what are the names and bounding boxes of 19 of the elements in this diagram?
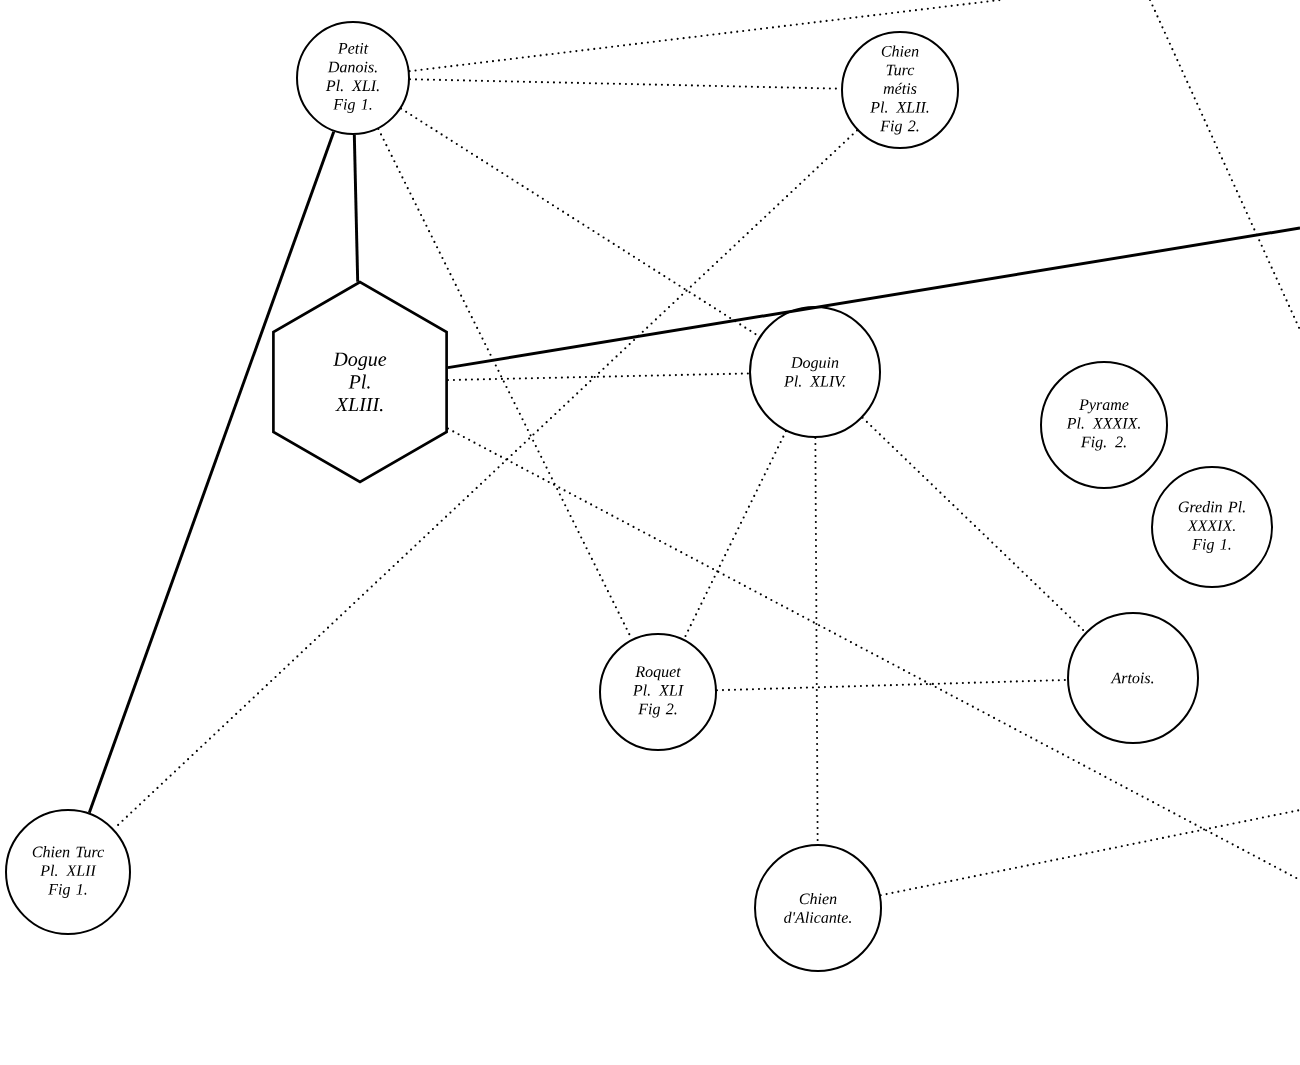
circle-node: Roquet Pl. XLI Fig 2. xyxy=(599,633,717,751)
circle-node: Chien Turc Pl. XLII Fig 1. xyxy=(5,809,131,935)
dotted-line xyxy=(879,808,1300,897)
circle-node: Gredin Pl. XXXIX. Fig 1. xyxy=(1151,466,1273,588)
dotted-line xyxy=(861,416,1087,634)
circle-node: Pyrame Pl. XXXIX. Fig. 2. xyxy=(1040,361,1168,489)
dotted-line xyxy=(715,678,1069,692)
connector-line xyxy=(352,134,360,282)
dotted-line xyxy=(446,372,751,382)
dotted-line xyxy=(446,427,1300,882)
connector-line xyxy=(87,131,336,814)
circle-node: Chien Turc métis Pl. XLII. Fig 2. xyxy=(841,31,959,149)
circle-node: Petit Danois. Pl. XLI. Fig 1. xyxy=(296,21,410,135)
circle-node: Artois. xyxy=(1067,612,1199,744)
dotted-line xyxy=(408,0,1002,73)
hexagon-node: Dogue Pl. XLIII. xyxy=(272,280,448,484)
circle-node: Doguin Pl. XLIV. xyxy=(749,306,881,438)
connector-line xyxy=(447,226,1300,370)
circle-node: Chien d'Alicante. xyxy=(754,844,882,972)
